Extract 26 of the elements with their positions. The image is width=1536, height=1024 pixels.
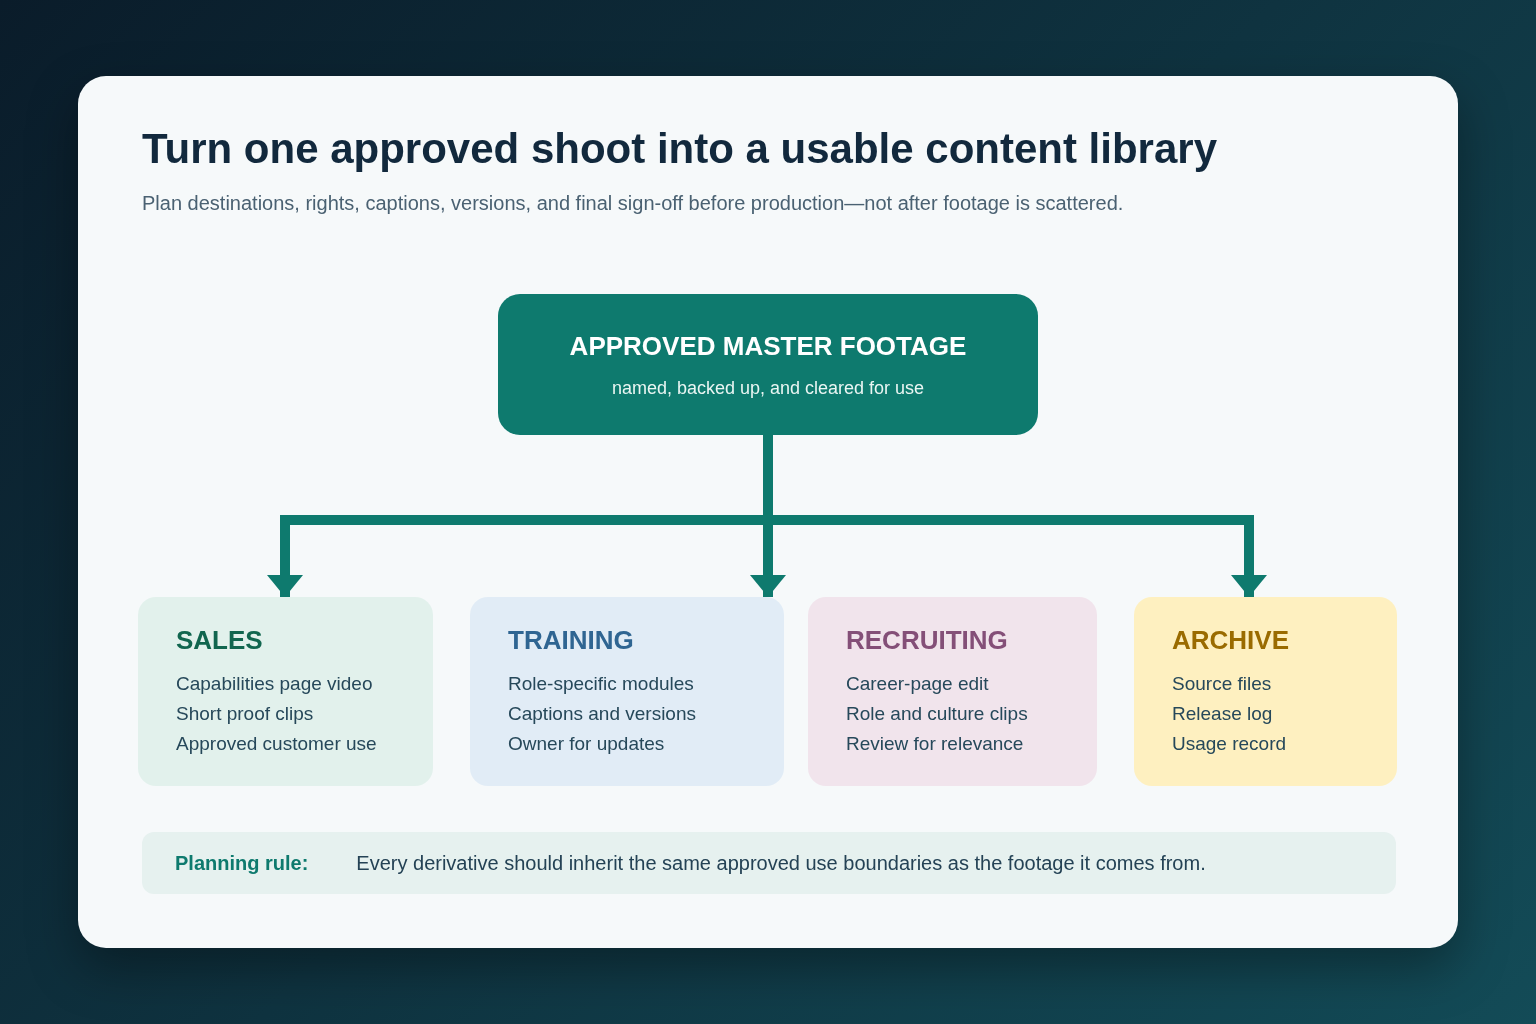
source-box	[498, 294, 1038, 435]
card-item: Capabilities page video	[176, 672, 373, 696]
card-item: Release log	[1172, 702, 1273, 726]
card-item: Role and culture clips	[846, 702, 1028, 726]
card-item: Approved customer use	[176, 732, 377, 756]
card-item: Review for relevance	[846, 732, 1024, 756]
card-item: Role-specific modules	[508, 672, 694, 696]
card-item: Source files	[1172, 672, 1272, 696]
card-heading: ARCHIVE	[1172, 625, 1289, 655]
box-title: APPROVED MASTER FOOTAGE	[569, 330, 967, 361]
category-card	[138, 597, 433, 786]
card-heading: SALES	[176, 625, 263, 655]
card-item: Usage record	[1172, 732, 1287, 756]
card-item: Short proof clips	[176, 702, 314, 726]
note-text: Every derivative should inherit the same approved use boundaries as the footage it comes from.	[356, 851, 1206, 876]
page-subtitle: Plan destinations, rights, captions, versions, and final sign-off before production—not after footage is scattered.	[142, 191, 1124, 216]
card-item: Captions and versions	[508, 702, 696, 726]
note-label: Planning rule:	[175, 851, 309, 876]
page-title: Turn one approved shoot into a usable content library	[142, 124, 1217, 174]
card-heading: RECRUITING	[846, 625, 1008, 655]
card-heading: TRAINING	[508, 625, 634, 655]
box-subtitle: named, backed up, and cleared for use	[611, 376, 925, 399]
card-item: Career-page edit	[846, 672, 989, 696]
category-card	[1134, 597, 1397, 786]
card-item: Owner for updates	[508, 732, 665, 756]
category-card	[470, 597, 784, 786]
